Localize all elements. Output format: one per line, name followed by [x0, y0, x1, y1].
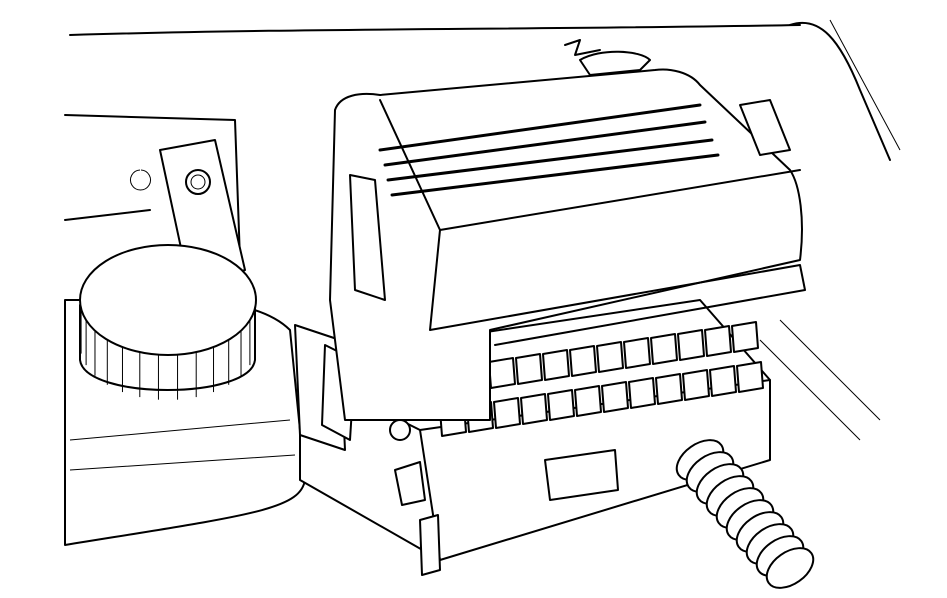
fuse [736, 361, 764, 393]
fuse [709, 365, 737, 397]
housing-tab [544, 449, 619, 501]
fuse [596, 341, 624, 373]
bracket-bolt-inner [190, 174, 206, 190]
fuse [655, 373, 683, 405]
left-panel-hole [130, 169, 151, 191]
fuse [628, 377, 656, 409]
cover-release-tab [349, 174, 386, 301]
fuse [542, 349, 570, 381]
hood-edge-line [69, 24, 801, 36]
crack-mark [564, 39, 601, 56]
housing-bolt [389, 419, 411, 441]
side-clip [394, 461, 426, 506]
fuse [731, 321, 759, 353]
corrugated-hose [675, 439, 815, 589]
connector-stud [419, 514, 441, 576]
fuse [704, 325, 732, 357]
fuse [650, 333, 678, 365]
fuse [574, 385, 602, 417]
fuse [547, 389, 575, 421]
mounting-bracket [159, 139, 246, 291]
fuse [682, 369, 710, 401]
fuse [569, 345, 597, 377]
bracket-bolt [185, 169, 211, 195]
fuse [488, 357, 516, 389]
cover-skirt [429, 229, 806, 346]
left-panel [64, 114, 241, 261]
right-panel-line [759, 319, 881, 441]
fender-detail-line [829, 19, 901, 151]
cover-ribs [378, 103, 720, 197]
fuse [520, 393, 548, 425]
fuse [515, 353, 543, 385]
reservoir-cap-top [79, 244, 257, 356]
hose-ring [765, 547, 815, 589]
cover-side-tab [739, 99, 791, 156]
reservoir-line [69, 419, 296, 471]
fuse [601, 381, 629, 413]
fender-edge [789, 21, 891, 161]
cap-ridges [80, 308, 256, 400]
fuse [677, 329, 705, 361]
fuse [493, 397, 521, 429]
fuse [623, 337, 651, 369]
cover-hinge [579, 50, 651, 76]
